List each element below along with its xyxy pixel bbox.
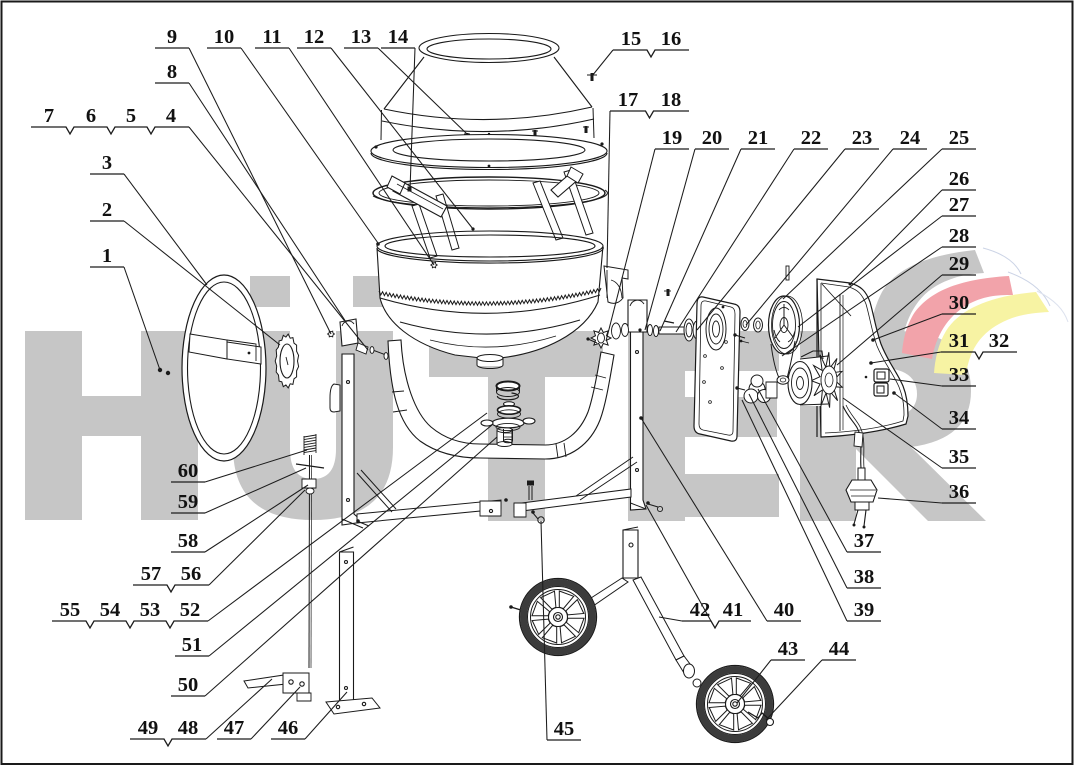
svg-text:51: 51 xyxy=(182,634,203,656)
svg-text:46: 46 xyxy=(278,717,299,739)
svg-text:48: 48 xyxy=(178,717,199,739)
svg-text:4: 4 xyxy=(166,105,176,127)
svg-text:19: 19 xyxy=(662,127,683,149)
svg-text:22: 22 xyxy=(801,127,822,149)
svg-text:52: 52 xyxy=(180,599,201,621)
svg-text:29: 29 xyxy=(949,253,970,275)
svg-text:5: 5 xyxy=(126,105,136,127)
svg-text:41: 41 xyxy=(723,599,744,621)
svg-text:59: 59 xyxy=(178,491,199,513)
svg-text:7: 7 xyxy=(44,105,54,127)
svg-text:10: 10 xyxy=(214,26,235,48)
svg-text:1: 1 xyxy=(102,245,112,267)
svg-text:35: 35 xyxy=(949,446,970,468)
svg-text:57: 57 xyxy=(141,563,162,585)
svg-text:3: 3 xyxy=(102,152,112,174)
svg-text:34: 34 xyxy=(949,407,970,429)
svg-text:49: 49 xyxy=(138,717,159,739)
svg-text:21: 21 xyxy=(748,127,769,149)
svg-text:24: 24 xyxy=(900,127,921,149)
svg-text:8: 8 xyxy=(167,61,177,83)
svg-text:26: 26 xyxy=(949,168,970,190)
svg-text:17: 17 xyxy=(618,89,639,111)
svg-text:30: 30 xyxy=(949,292,970,314)
svg-text:40: 40 xyxy=(774,599,795,621)
svg-text:27: 27 xyxy=(949,194,970,216)
svg-text:15: 15 xyxy=(621,28,642,50)
svg-text:56: 56 xyxy=(181,563,202,585)
svg-text:42: 42 xyxy=(690,599,711,621)
svg-text:50: 50 xyxy=(178,674,199,696)
svg-text:43: 43 xyxy=(778,638,799,660)
svg-text:54: 54 xyxy=(100,599,121,621)
svg-text:28: 28 xyxy=(949,225,970,247)
svg-text:55: 55 xyxy=(60,599,81,621)
svg-text:44: 44 xyxy=(829,638,850,660)
svg-text:39: 39 xyxy=(854,599,875,621)
svg-text:14: 14 xyxy=(388,26,409,48)
svg-text:58: 58 xyxy=(178,530,199,552)
svg-text:32: 32 xyxy=(989,330,1010,352)
svg-text:60: 60 xyxy=(178,460,199,482)
svg-text:36: 36 xyxy=(949,481,970,503)
svg-text:20: 20 xyxy=(702,127,723,149)
svg-text:25: 25 xyxy=(949,127,970,149)
svg-text:23: 23 xyxy=(852,127,873,149)
svg-text:18: 18 xyxy=(661,89,682,111)
svg-text:11: 11 xyxy=(262,26,281,48)
svg-text:53: 53 xyxy=(140,599,161,621)
svg-text:13: 13 xyxy=(351,26,372,48)
svg-text:33: 33 xyxy=(949,364,970,386)
svg-text:2: 2 xyxy=(102,199,112,221)
svg-text:45: 45 xyxy=(554,718,575,740)
svg-text:37: 37 xyxy=(854,530,875,552)
svg-text:31: 31 xyxy=(949,330,970,352)
svg-text:6: 6 xyxy=(86,105,96,127)
svg-text:47: 47 xyxy=(224,717,245,739)
svg-text:9: 9 xyxy=(167,26,177,48)
svg-text:38: 38 xyxy=(854,566,875,588)
svg-text:16: 16 xyxy=(661,28,682,50)
svg-text:12: 12 xyxy=(304,26,325,48)
